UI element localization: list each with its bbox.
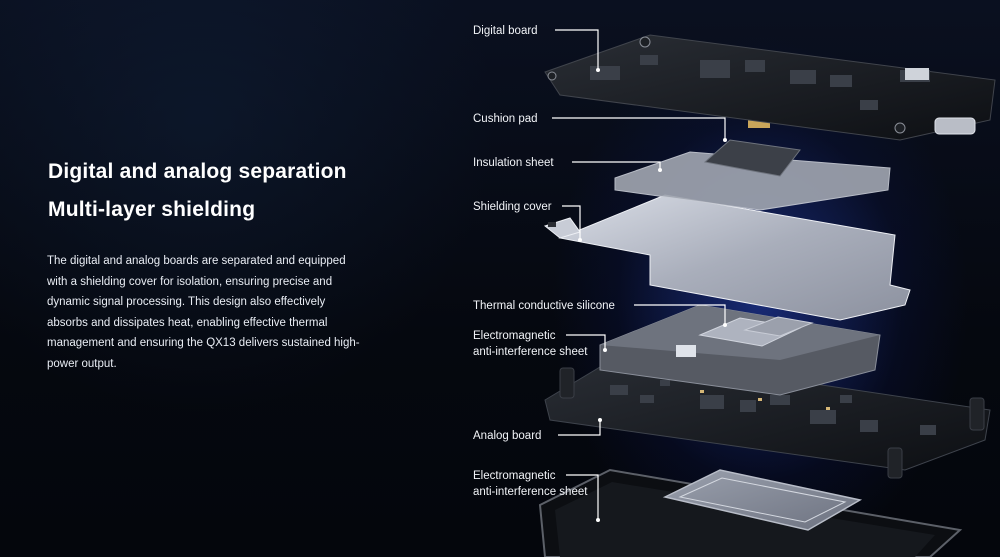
callout-leader-lines <box>552 29 726 520</box>
description-paragraph: The digital and analog boards are separa… <box>47 255 360 370</box>
analog-board-part <box>544 354 991 479</box>
callout-insulation-sheet: Insulation sheet <box>473 157 554 169</box>
callout-shielding-cover: Shielding cover <box>473 201 552 213</box>
digital-board-part <box>544 34 996 141</box>
callout-em-sheet-lower: Electromagnetic anti-interference sheet <box>473 468 587 500</box>
callout-thermal-silicone: Thermal conductive silicone <box>473 300 615 312</box>
shielding-cover-part <box>543 194 911 321</box>
callout-em-sheet-upper-line1: Electromagnetic <box>473 330 556 342</box>
callout-em-sheet-upper: Electromagnetic anti-interference sheet <box>473 328 587 360</box>
insulation-sheet-part <box>614 151 891 211</box>
headline-line-2: Multi-layer shielding <box>48 198 256 221</box>
callout-em-sheet-upper-line2: anti-interference sheet <box>473 346 588 358</box>
callout-cushion-pad: Cushion pad <box>473 113 538 125</box>
callout-dots <box>578 68 727 522</box>
callout-digital-board: Digital board <box>473 25 538 37</box>
callout-em-sheet-lower-line1: Electromagnetic <box>473 470 556 482</box>
callout-analog-board: Analog board <box>473 430 542 442</box>
em-sheet-lower-part <box>662 469 863 531</box>
headline-line-1: Digital and analog separation <box>48 160 347 183</box>
callout-em-sheet-lower-line2: anti-interference sheet <box>473 486 588 498</box>
